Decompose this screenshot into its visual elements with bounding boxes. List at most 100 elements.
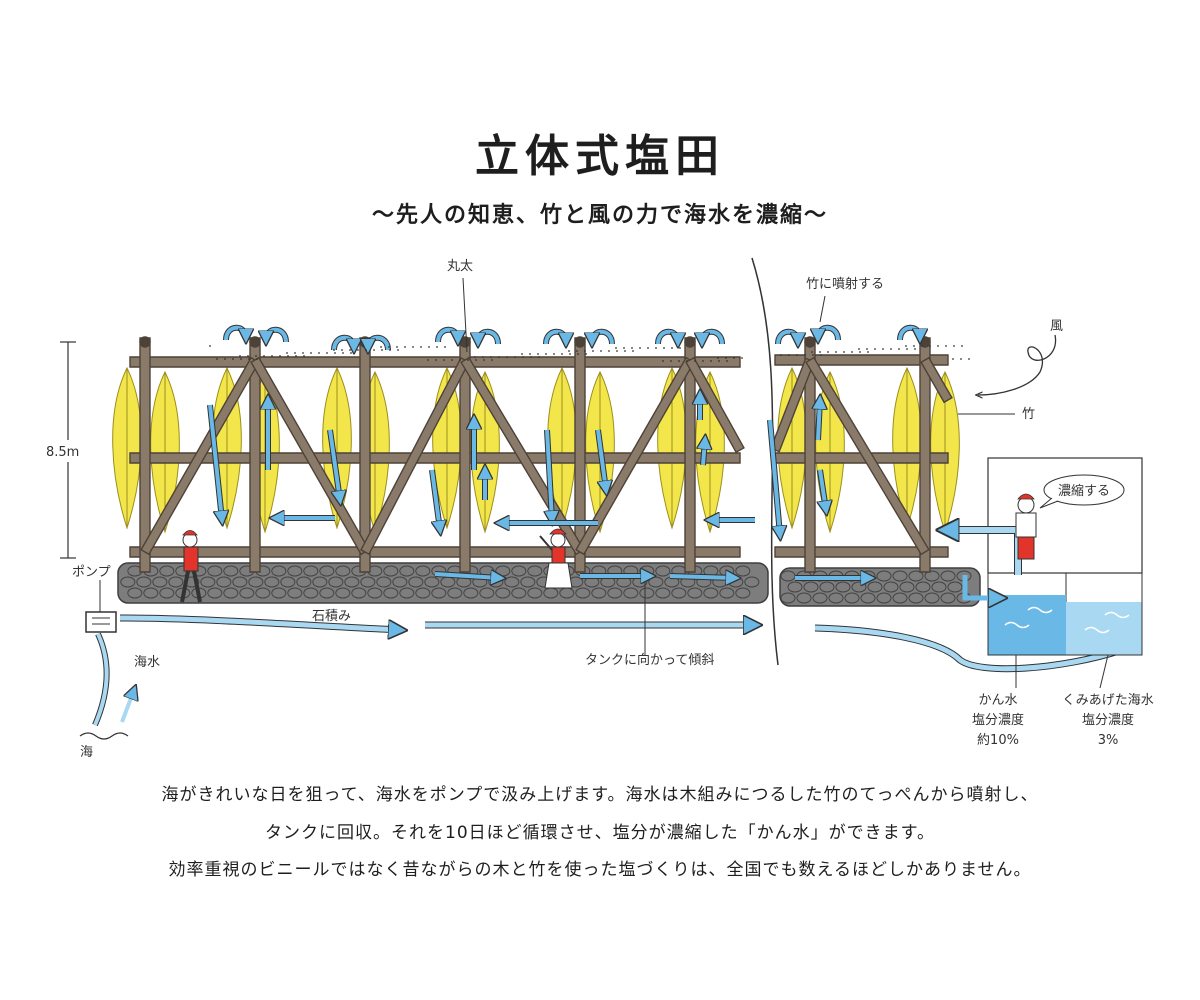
spray-drop <box>444 346 446 348</box>
stone <box>335 587 351 599</box>
stone <box>159 565 175 577</box>
stone <box>876 570 892 582</box>
spray-drop <box>498 356 500 358</box>
caption-line-2: タンクに回収。それを10日ほど循環させ、塩分が濃縮した「かん水」ができます。 <box>265 823 935 843</box>
log-end <box>139 336 151 348</box>
spray-drop <box>483 359 485 361</box>
spray-drop <box>561 353 563 355</box>
spray-drop <box>905 345 907 347</box>
circulation-arrow-icon <box>776 329 798 344</box>
spray-drop <box>279 355 281 357</box>
spray-drop <box>726 360 728 362</box>
stone <box>447 587 463 599</box>
spray-drop <box>224 358 226 360</box>
stone <box>303 565 319 577</box>
log-beam <box>774 546 949 558</box>
stone <box>883 581 899 593</box>
spray-drop <box>412 346 414 348</box>
stone <box>143 587 159 599</box>
spray-drop <box>521 353 523 355</box>
spray-drop <box>820 354 822 356</box>
circulation-arrow-icon <box>368 335 390 350</box>
stone <box>351 587 367 599</box>
spray-drop <box>585 353 587 355</box>
spray-drop <box>867 351 869 353</box>
spray-drop <box>584 350 586 352</box>
circulation-arrow-icon <box>898 325 920 340</box>
stone <box>940 570 956 582</box>
spray-drop <box>914 348 916 350</box>
spray-drop <box>568 350 570 352</box>
spray-circulation-arrows <box>223 324 920 350</box>
circulation-arrow-icon <box>544 329 566 344</box>
caption-line-3: 効率重視のビニールではなく昔ながらの木と竹を使った塩づくりは、全国でも数えるほど… <box>168 860 1032 880</box>
stone <box>296 576 312 588</box>
stone <box>495 565 511 577</box>
spray-drop <box>639 347 641 349</box>
stone <box>520 576 536 588</box>
log-end <box>684 336 696 348</box>
stone <box>408 576 424 588</box>
brine-label-3: 約10% <box>977 733 1019 748</box>
spray-drop <box>530 356 532 358</box>
spray-drop <box>811 351 813 353</box>
stone <box>511 587 527 599</box>
stone <box>892 592 908 604</box>
circulation-arrow-icon <box>266 327 288 342</box>
spray-drop <box>725 357 727 359</box>
spray-drop <box>906 348 908 350</box>
stone <box>867 581 883 593</box>
circulation-arrow-icon <box>702 329 724 344</box>
spray-drop <box>600 350 602 352</box>
spray-drop <box>670 360 672 362</box>
stone <box>232 576 248 588</box>
spray-drop <box>436 346 438 348</box>
page-title: 立体式塩田 <box>475 131 725 182</box>
height-label: 8.5m <box>46 445 79 460</box>
spray-drop <box>827 351 829 353</box>
spray-drop <box>537 353 539 355</box>
stone <box>239 587 255 599</box>
spray-drop <box>929 345 931 347</box>
stone <box>931 581 947 593</box>
stone <box>280 576 296 588</box>
spray-drop <box>428 346 430 348</box>
spray-drop <box>655 347 657 349</box>
spray-drop <box>624 350 626 352</box>
flow-arrow <box>669 576 735 578</box>
stone <box>876 592 892 604</box>
spray-drop <box>373 349 375 351</box>
spray-drop <box>326 352 328 354</box>
spray-drop <box>804 354 806 356</box>
spray-drop <box>294 352 296 354</box>
spray-drop <box>952 358 954 360</box>
log-beam <box>129 452 741 464</box>
flow-arrow <box>547 429 552 520</box>
circulation-arrow-icon <box>592 329 614 344</box>
log-beam <box>140 356 260 556</box>
spray-drop <box>475 359 477 361</box>
spray-drop <box>467 359 469 361</box>
stone <box>207 587 223 599</box>
circulation-arrow-icon <box>818 325 840 340</box>
slope-label: タンクに向かって傾斜 <box>585 652 714 668</box>
spray-drop <box>247 355 249 357</box>
stone <box>947 581 963 593</box>
spray-drop <box>255 355 257 357</box>
spray-drop <box>342 352 344 354</box>
circulation-arrow-icon <box>656 329 678 344</box>
spray-drop <box>913 345 915 347</box>
flow-arrow <box>208 404 222 520</box>
spray-drop <box>733 357 735 359</box>
spray-drop <box>702 360 704 362</box>
worker-figure <box>180 530 202 603</box>
stone <box>344 576 360 588</box>
spray-drop <box>302 352 304 354</box>
spray-drop <box>686 360 688 362</box>
stone <box>575 587 591 599</box>
spray-drop <box>953 345 955 347</box>
stone <box>648 576 664 588</box>
stone <box>735 587 751 599</box>
flow-arrow <box>768 419 780 535</box>
stone <box>655 565 671 577</box>
